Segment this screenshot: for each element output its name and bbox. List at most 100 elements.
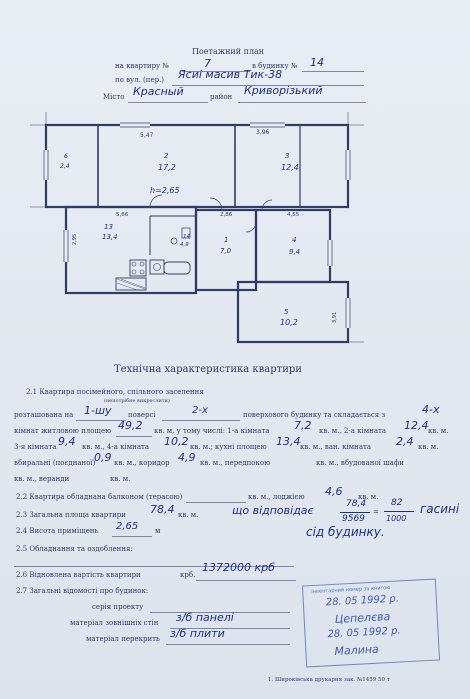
walls-material-value: з/б панелі [176,611,234,624]
room-2-area-value: 12,4 [404,419,429,432]
line-2-6: 2.6 Відновлена вартість квартири [16,571,141,579]
stamp-date-1: 28. 05 1992 р. [325,593,400,609]
room-13-area: 13,4 [102,233,118,241]
bath-area-value: 2,4 [396,435,414,448]
dim-room-4-width: 4,55 [287,212,300,218]
building-number-label: в будинку № [252,62,298,70]
wc-area-value: 0,9 [94,451,112,464]
row-c-label-5: кв. м. [418,443,439,451]
floor-plan: 6 2,4 2 17,2 3 12,4 h=2,65 13 13,4 14 4,… [30,112,364,344]
line-2-5: 2.5 Обладнання та оздоблення: [16,545,133,553]
room-14-area: 4,9 [180,242,189,248]
line-2-6-currency: крб. [180,571,196,579]
row-a-label-2: поверсі [128,411,156,419]
room-3-label: 3 [285,152,289,160]
row-e-label-1: кв. м., веранди [14,475,70,483]
line-2-3: 2.3 Загальна площа квартири [16,511,126,519]
corridor-area-value: 4,9 [178,451,196,464]
loggia-area-value: 4,6 [325,485,343,498]
row-d-label-1: вбиральні (поєднаної) [14,459,96,467]
row-d-label-4: кв. м., вбудованої шафи [316,459,404,467]
dim-room-5-height: 3,91 [332,312,338,323]
line-2-7: 2.7 Загальні відомості про будинок: [16,587,149,595]
room-13-label: 13 [104,223,113,231]
stamp-name-2: Малина [334,642,380,658]
floors-material-value: з/б плити [170,627,225,640]
fraction-numerator-1: 78,4 [346,499,367,509]
room-1-label: 1 [224,236,228,244]
room-4-label: 4 [292,236,296,244]
line-2-7-series: серія проекту [92,603,144,611]
street-value: Ясиі масив Тик-38 [178,68,283,81]
line-2-2-unit: кв. м. [358,493,379,501]
row-d-label-3: кв. м., передпокою [200,459,271,467]
room-14-label: 14 [183,234,190,240]
tech-title: Технічна характеристика квартири [114,364,302,375]
rooms-count-value: 4-х [422,403,440,416]
room-2-area: 17,2 [158,163,176,172]
apartment-number-label: на квартиру № [115,62,170,70]
street-label: по вул. (пер.) [115,76,165,84]
stamp-date-2: 28. 05 1992 р. [327,625,401,641]
stamp-name-1: Цепелєва [334,609,391,626]
district-label: район [210,93,233,101]
row-e-label-2: кв. м. [110,475,131,483]
room-2-label: 2 [164,152,169,160]
row-b-label-2: кв. м, у тому числі: 1-а кімната [154,427,270,435]
city-value: Красный [133,85,184,98]
row-a-label-3: поверхового будинку та складається з [243,411,386,419]
line-2-2: 2.2 Квартира обладнана балконом (терасою… [16,493,183,501]
row-a-label-1: розташована на [14,411,74,419]
room-6-label: 6 [64,153,68,160]
row-d-label-2: кв. м., коридор [114,459,170,467]
room-height-value: 2,65 [116,521,139,532]
row-c-label-4: кв. м., ван. кімната [300,443,372,451]
fraction-equals: = [373,508,379,516]
dim-kitchen-height: 2,95 [72,234,78,245]
line-2-3-unit: кв. м. [178,511,199,519]
row-c-label-2: кв. м., 4-а кімната [82,443,150,451]
room-4-area-value: 10,2 [164,435,189,448]
line-2-7-walls: матеріал зовнішніх стін [70,619,159,627]
row-b-label-1: кімнат житловою площею [14,427,112,435]
building-note: сід будинку. [306,525,385,539]
line-2-1: 2.1 Квартира посімейного, спільного засе… [26,388,204,396]
room-3-area-value: 9,4 [58,435,76,448]
total-area-value: 78,4 [150,503,175,516]
row-b-label-4: кв. м. [428,427,449,435]
floor-value: 1-шу [84,404,112,417]
kitchen-area-value: 13,4 [276,435,301,448]
dim-corridor-width: 2,86 [220,212,233,218]
line-2-1-note: (непотрібне викреслити) [104,398,170,404]
room-3-area: 12,4 [281,163,299,172]
fraction-denominator-1: 9569 [342,514,365,524]
row-c-label-1: 3-я кімната [14,443,57,451]
inventory-stamp: Інвентарний номер за книгою 28. 05 1992 … [301,578,441,668]
dim-room-2-width: 5,47 [140,132,154,139]
room-6-area: 2,4 [60,163,70,170]
city-label: Місто [103,93,125,101]
living-area-value: 49,2 [118,419,143,432]
dim-kitchen-width: 5,66 [116,212,129,218]
apartment-number-value: 7 [204,57,211,70]
line-2-4: 2.4 Висота приміщень [16,527,99,535]
floors-total-value: 2-х [192,405,208,416]
room-4-area: 9,4 [289,248,300,256]
room-1-area-value: 7,2 [294,419,312,432]
corresponds-note: що відповідає [232,504,314,517]
printer-footer: 1. Широківська друкарня зак. №1459 50 т [268,677,390,683]
line-2-4-unit: м [155,527,161,535]
room-5-label: 5 [284,308,289,316]
district-value: Криворізький [244,84,323,97]
row-b-label-3: кв. м., 2-а кімната [319,427,387,435]
building-number-value: 14 [310,56,324,69]
row-c-label-3: кв. м.; кухні площею [190,443,267,451]
plan-title: Поетажний план [192,47,265,56]
line-2-7-floors: матеріал перекрить [86,635,160,643]
restored-cost-value: 1372000 крб [202,561,275,574]
room-1-area: 7,0 [220,247,232,255]
fraction-denominator-2: 1000 [386,514,407,523]
line-2-2-loggia-label: кв. м., лоджією [248,493,305,501]
room-5-area: 10,2 [280,318,298,327]
